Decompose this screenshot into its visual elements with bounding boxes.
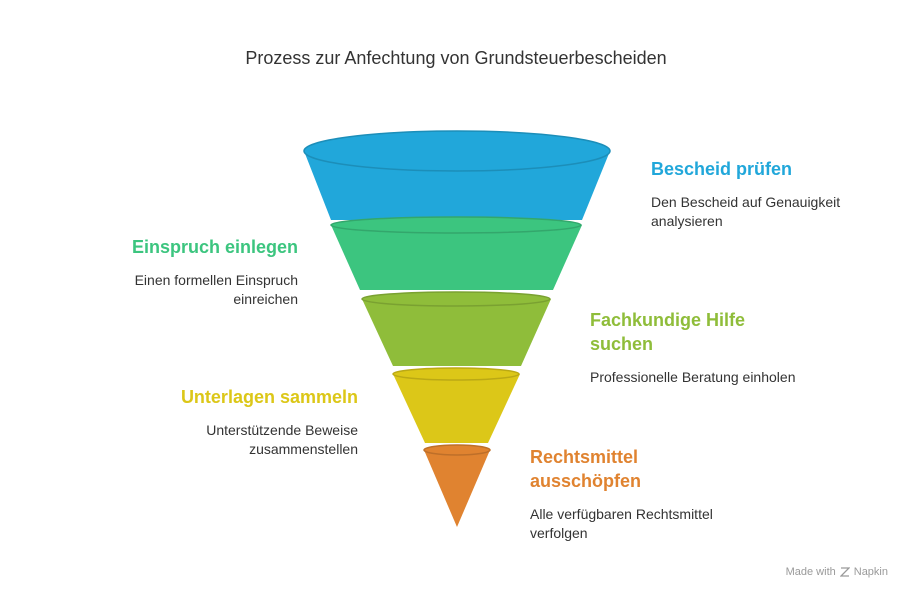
- made-with-text: Made with: [785, 566, 836, 578]
- stage-label-5: Rechtsmittel ausschöpfen Alle verfügbare…: [530, 445, 750, 543]
- funnel-stage-1: [303, 130, 611, 220]
- stage-2-title: Einspruch einlegen: [131, 237, 298, 257]
- napkin-logo-icon: [839, 567, 850, 577]
- stage-3-description: Professionelle Beratung einholen: [590, 369, 796, 385]
- stage-label-4: Unterlagen sammeln Unterstützende Beweis…: [140, 385, 358, 459]
- stage-5-description: Alle verfügbaren Rechtsmittel verfolgen: [530, 506, 713, 541]
- stage-3-title: Fachkundige Hilfe suchen: [590, 310, 746, 354]
- funnel-stage-4: [392, 367, 520, 443]
- stage-1-title: Bescheid prüfen: [651, 159, 793, 179]
- funnel-stage-2: [330, 216, 582, 290]
- diagram-title: Prozess zur Anfechtung von Grundsteuerbe…: [245, 48, 667, 68]
- napkin-watermark: Made with Napkin: [786, 566, 888, 578]
- napkin-brand-text: Napkin: [853, 566, 888, 578]
- stage-label-2: Einspruch einlegen Einen formellen Einsp…: [90, 235, 298, 309]
- stage-4-title: Unterlagen sammeln: [180, 387, 358, 407]
- stage-2-description: Einen formellen Einspruch einreichen: [134, 272, 298, 307]
- funnel-stage-3: [361, 291, 551, 366]
- stage-5-title: Rechtsmittel ausschöpfen: [530, 447, 642, 491]
- funnel-stage-5: [423, 444, 491, 527]
- stage-label-3: Fachkundige Hilfe suchen Professionelle …: [590, 308, 810, 387]
- stage-1-description: Den Bescheid auf Genauigkeit analysieren: [651, 194, 841, 229]
- stage-4-description: Unterstützende Beweise zusammenstellen: [206, 422, 358, 457]
- stage-label-1: Bescheid prüfen Den Bescheid auf Genauig…: [651, 157, 871, 231]
